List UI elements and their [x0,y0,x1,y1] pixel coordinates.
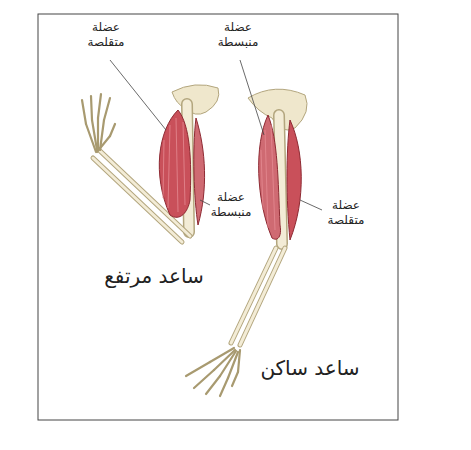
hand [82,94,115,152]
forearm [231,248,285,345]
triceps-contracted [287,120,301,240]
muscle-label: عضلة منبسطة [218,20,259,50]
leader-line [110,60,166,130]
biceps-relaxed [259,115,281,239]
raised-arm [82,60,219,242]
leader-line [300,200,322,210]
scapula [172,85,219,114]
forearm-fill [231,248,285,345]
muscle-label: عضلة متقلصة [328,198,365,228]
resting-arm [186,60,322,396]
arm-label: ساعد ساكن [260,356,359,381]
leader-line [240,60,264,135]
leader-line [200,200,210,205]
frame [38,14,398,420]
biceps-contracted [159,110,190,217]
muscle-fibres [163,118,185,212]
hand [186,348,240,396]
arm-label: ساعد مرتفع [104,264,204,289]
muscle-label: عضلة متقلصة [88,20,125,50]
triceps-relaxed [194,118,205,225]
muscle-fibres [261,125,275,230]
muscle-label: عضلة منبسطة [211,190,252,220]
